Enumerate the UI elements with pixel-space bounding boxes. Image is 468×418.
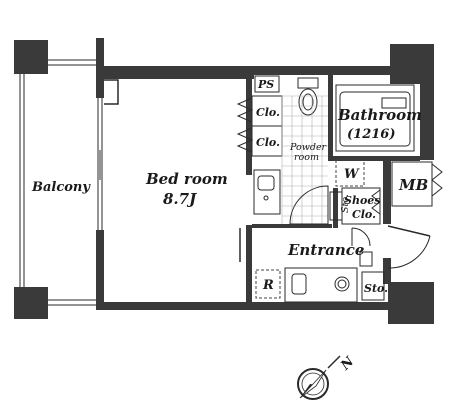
compass: N bbox=[297, 354, 359, 400]
bathtub bbox=[335, 84, 415, 152]
powder-room-tiles bbox=[281, 95, 328, 224]
shoes-closet-label-1: Shoes bbox=[344, 194, 380, 207]
entrance-label: Entrance bbox=[287, 241, 364, 259]
column-bottom-left bbox=[14, 287, 48, 319]
compass-north-label: N bbox=[338, 354, 359, 375]
bathroom-size-label: (1216) bbox=[347, 127, 395, 142]
storage-small-label: Sto. bbox=[340, 194, 351, 213]
refrigerator-label: R bbox=[262, 278, 274, 293]
balcony-label: Balcony bbox=[31, 180, 91, 195]
ps-label: PS bbox=[257, 78, 274, 91]
washer-label: W bbox=[344, 167, 360, 182]
mb-cabinet bbox=[391, 161, 443, 207]
shoes-closet-label-2: Clo. bbox=[352, 208, 376, 221]
powder-room-label-1: Powder bbox=[289, 142, 328, 153]
balcony-window bbox=[97, 98, 103, 230]
powder-room-label-2: room bbox=[294, 152, 319, 163]
bedroom-label: Bed room bbox=[145, 170, 228, 188]
powder-room-door bbox=[289, 185, 329, 225]
washer-space bbox=[335, 159, 365, 187]
ps-shaft bbox=[254, 75, 280, 93]
exterior-walls bbox=[96, 38, 434, 324]
closet-upper-label: Clo. bbox=[256, 106, 280, 119]
entrance-door bbox=[387, 225, 431, 269]
kitchen-counter bbox=[284, 267, 358, 303]
bedroom-notch bbox=[104, 79, 119, 105]
shoes-closet bbox=[341, 187, 381, 225]
storage-entrance bbox=[361, 271, 385, 301]
mb-label: MB bbox=[398, 176, 428, 194]
bathroom-label: Bathroom bbox=[337, 106, 422, 124]
column-top-left bbox=[14, 40, 48, 74]
interior-walls bbox=[104, 75, 420, 303]
storage-entrance-label: Sto. bbox=[364, 282, 388, 295]
vanity bbox=[253, 169, 281, 215]
closet-lower-label: Clo. bbox=[256, 136, 280, 149]
refrigerator-space bbox=[255, 269, 281, 299]
bedroom-size-label: 8.7J bbox=[163, 190, 197, 208]
entrance-floor-mark bbox=[359, 251, 373, 267]
shoes-closet-door bbox=[351, 227, 371, 247]
toilet bbox=[297, 77, 319, 116]
